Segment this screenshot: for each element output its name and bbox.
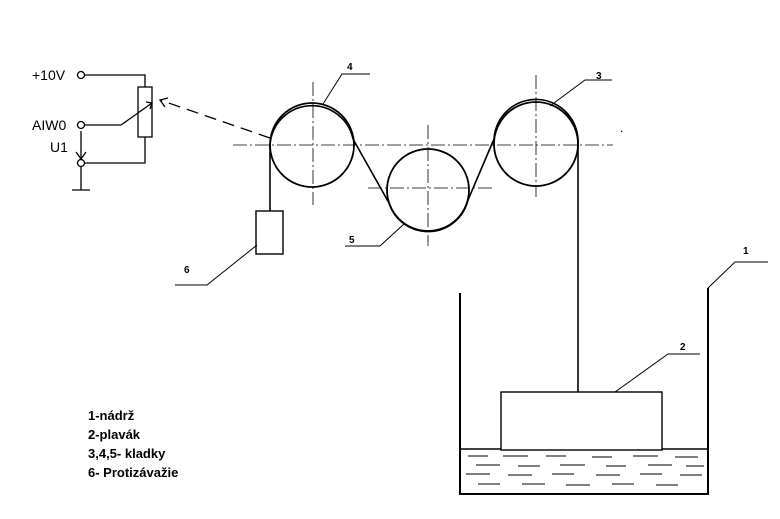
tank: [459, 288, 709, 495]
pulley-centerlines: [233, 75, 613, 246]
terminal-ground: [76, 158, 86, 168]
pulleys: [269, 101, 579, 232]
u1-label: U1: [50, 139, 68, 155]
callout-4: 4: [347, 62, 353, 73]
legend-item-float: 2-plavák: [88, 427, 141, 442]
mechanical-link-dashed: [159, 99, 271, 139]
callout-5: 5: [349, 235, 355, 246]
ground-wire: [85, 137, 146, 164]
callout-leader-5: [345, 223, 405, 247]
callout-6: 6: [184, 265, 190, 276]
stray-dot: .: [620, 121, 623, 135]
rope-segment-5-3: [467, 138, 495, 201]
callout-leader-1: [707, 261, 768, 289]
terminal-aiw0: [76, 120, 86, 130]
counterweight: [255, 210, 284, 255]
callout-leader-3: [549, 79, 612, 107]
callout-1: 1: [743, 246, 749, 257]
rope-over-pulley-4: [269, 104, 354, 146]
rope-over-pulley-3: [493, 98, 579, 145]
callout-3: 3: [596, 71, 602, 82]
rope: [269, 98, 579, 392]
voltage-arrow-head: [75, 151, 87, 161]
rope-segment-4-5: [352, 138, 390, 204]
callout-leaders: [175, 73, 768, 393]
float: [500, 391, 663, 451]
legend-item-pulleys: 3,4,5- kladky: [88, 446, 166, 461]
legend: 1-nádrž 2-plavák 3,4,5- kladky 6- Protiz…: [88, 406, 178, 482]
callout-leader-6: [175, 244, 258, 286]
wiper-arrow: [120, 102, 153, 126]
callout-leader-4: [322, 73, 370, 105]
callout-2: 2: [680, 342, 686, 353]
wiper-arrow-head: [145, 101, 153, 110]
legend-item-tank: 1-nádrž: [88, 408, 135, 423]
terminal-supply: [76, 70, 86, 80]
callout-leader-2: [614, 353, 700, 393]
rope-under-pulley-5: [388, 199, 469, 233]
legend-item-counterweight: 6- Protizávažie: [88, 465, 179, 480]
aiw0-label: AIW0: [32, 117, 66, 133]
mechanical-link-arrow-head: [158, 97, 169, 108]
supply-label: +10V: [32, 67, 66, 83]
supply-wire: [85, 74, 146, 87]
potentiometer-circuit: [72, 70, 153, 191]
water-hatching: [466, 455, 704, 486]
